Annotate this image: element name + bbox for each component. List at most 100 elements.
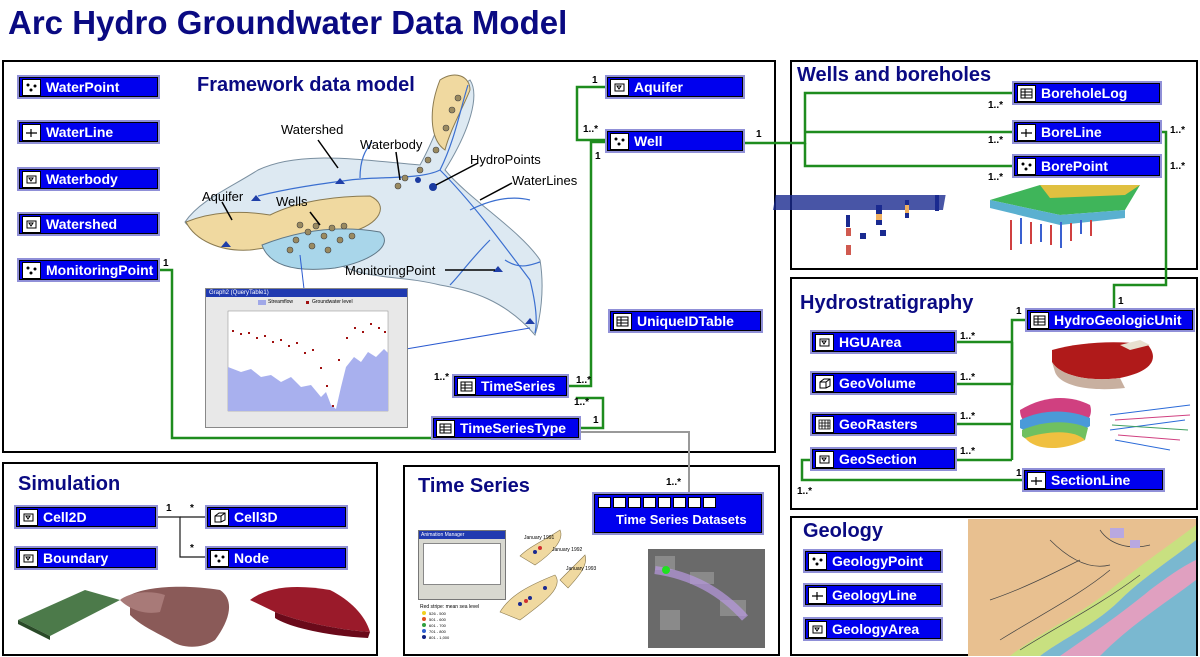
line-icon [1027,471,1046,489]
anim-legend-item: 701 - 800 [422,629,449,635]
dataset-icons [594,494,762,508]
polygon-icon [19,549,38,567]
class-uniqueidtable[interactable]: UniqueIDTable [608,309,763,333]
line-icon [808,586,827,604]
class-waterpoint[interactable]: WaterPoint [17,75,160,99]
class-label: SectionLine [1051,472,1131,488]
class-label: GeoVolume [839,375,916,391]
graph-title: Graph2 (QueryTable1) [206,289,407,297]
class-label: GeologyLine [832,587,917,603]
class-node[interactable]: Node [205,546,348,570]
line-icon [628,497,641,508]
class-monitoringpoint[interactable]: MonitoringPoint [17,258,160,282]
class-label: HydroGeologicUnit [1054,312,1182,328]
card-monitoringpoint: 1 [163,258,169,269]
class-label: GeoSection [839,451,917,467]
class-boundary[interactable]: Boundary [14,546,158,570]
polygon-icon [22,170,41,188]
card-well-bore: 1 [756,129,762,140]
class-label: Cell3D [234,509,278,525]
table-icon [436,419,455,437]
class-geologyline[interactable]: GeologyLine [803,583,943,607]
table-icon [613,312,632,330]
card-hgu-left: 1 [1016,306,1022,317]
map-label-aquifer: Aquifer [202,189,244,204]
card-boreline: 1..* [988,135,1004,146]
class-label: MonitoringPoint [46,262,154,278]
map-label-monitoringpoint: MonitoringPoint [345,263,436,278]
class-aquifer[interactable]: Aquifer [605,75,745,99]
point-icon [613,497,626,508]
class-geovolume[interactable]: GeoVolume [810,371,957,395]
card-well-ts: 1 [595,151,601,162]
card-ts-type-one: 1 [593,415,599,426]
card-georasters: 1..* [960,411,976,422]
class-waterbody[interactable]: Waterbody [17,167,160,191]
class-label: BoreholeLog [1041,85,1128,101]
anim-legend-item: 601 - 700 [422,623,449,629]
animation-manager-window: Animation Manager [418,530,506,600]
class-label: WaterLine [46,124,114,140]
class-watershed[interactable]: Watershed [17,212,160,236]
polygon-icon [815,450,834,468]
card-well-aquifer: 1..* [583,124,599,135]
polygon-icon [610,78,629,96]
class-well[interactable]: Well [605,129,745,153]
class-sectionline[interactable]: SectionLine [1022,468,1165,492]
point-icon [1017,157,1036,175]
class-geologyarea[interactable]: GeologyArea [803,617,943,641]
class-label: GeologyPoint [832,553,923,569]
class-geologypoint[interactable]: GeologyPoint [803,549,943,573]
card-aquifer: 1 [592,75,598,86]
mesh-icon [703,497,716,508]
framework-title: Framework data model [197,74,415,96]
anim-legend-title: Red stripe: mean sea level [420,604,480,610]
polygon-icon [808,620,827,638]
class-borepoint[interactable]: BorePoint [1012,154,1162,178]
polygon-icon [643,497,656,508]
hydro-title: Hydrostratigraphy [800,292,974,314]
animation-manager-title: Animation Manager [419,531,505,539]
class-geosection[interactable]: GeoSection [810,447,957,471]
class-cell3d[interactable]: Cell3D [205,505,348,529]
anim-jan1992: January 1992 [552,547,583,553]
raster-icon [658,497,671,508]
point-icon [210,549,229,567]
volume-icon [815,374,834,392]
class-label: Waterbody [46,171,118,187]
map-label-waterlines: WaterLines [512,173,578,188]
line-icon [1017,123,1036,141]
map-label-wells: Wells [276,194,308,209]
class-boreline[interactable]: BoreLine [1012,120,1162,144]
class-hguarea[interactable]: HGUArea [810,330,957,354]
class-hydrogeologicunit[interactable]: HydroGeologicUnit [1025,308,1195,332]
class-timeseriestype[interactable]: TimeSeriesType [431,416,581,440]
class-waterline[interactable]: WaterLine [17,120,160,144]
card-geosection: 1..* [960,446,976,457]
class-boreholelog[interactable]: BoreholeLog [1012,81,1162,105]
class-cell2d[interactable]: Cell2D [14,505,158,529]
map-label-watershed: Watershed [281,122,344,137]
class-timeseries[interactable]: TimeSeries [452,374,569,398]
raster-icon [815,415,834,433]
class-timeseriesdatasets[interactable]: Time Series Datasets [592,492,764,535]
card-boreline-right: 1..* [1170,125,1186,136]
class-label: Boundary [43,550,109,566]
card-ts-type-many: 1..* [574,397,590,408]
class-label: BorePoint [1041,158,1108,174]
card-hgu-top: 1 [1118,296,1124,307]
point-icon [22,78,41,96]
card-borepoint: 1..* [988,172,1004,183]
class-label: GeoRasters [839,416,918,432]
table-icon [457,377,476,395]
map-label-waterbody: Waterbody [360,137,423,152]
card-borepoint-right: 1..* [1170,161,1186,172]
card-cell2d: 1 [166,503,172,514]
graph-legend-streamflow: Streamflow [268,299,294,305]
anim-legend: 526 - 500 501 - 600 601 - 700 701 - 800 … [422,611,449,641]
class-label: GeologyArea [832,621,920,637]
class-georasters[interactable]: GeoRasters [810,412,957,436]
timeseries-graph: Graph2 (QueryTable1) Streamflow Groundwa… [205,288,408,428]
point-icon [22,261,41,279]
